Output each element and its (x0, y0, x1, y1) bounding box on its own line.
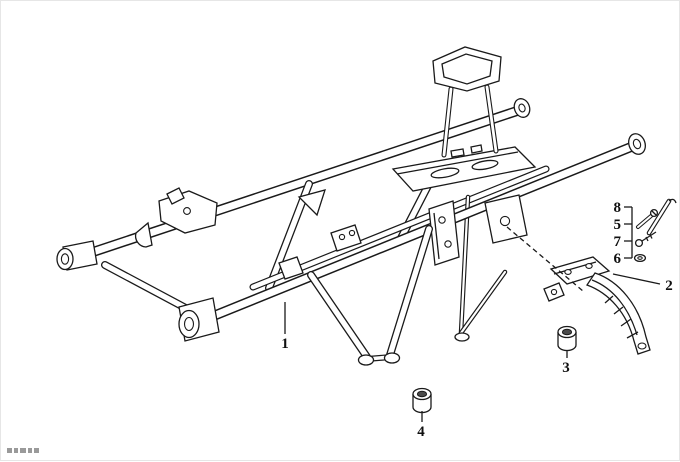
callout-labels: 1 2 3 4 8 5 7 6 (281, 200, 673, 440)
shock-mount-bracket (428, 200, 460, 266)
stay-bracket-part-drawing (543, 256, 651, 355)
cotter-pin-icon (646, 198, 677, 236)
rear-frame-drawing (56, 46, 646, 366)
clamp-half (134, 221, 153, 248)
spacer-bush-part-drawing (557, 325, 577, 352)
fine-print-code (7, 448, 39, 453)
callout-4[interactable]: 4 (417, 424, 425, 440)
washer-icon (633, 253, 647, 263)
top-mounting-plate (391, 146, 537, 192)
callout-2[interactable]: 2 (665, 278, 673, 294)
hardware-icons (633, 198, 677, 263)
callout-8[interactable]: 8 (614, 200, 622, 216)
leader-line-2 (612, 273, 661, 285)
callout-6[interactable]: 6 (614, 251, 622, 267)
bolt-icon (634, 231, 657, 248)
callout-leader-lines (284, 206, 661, 422)
callout-7[interactable]: 7 (614, 234, 622, 250)
callout-3[interactable]: 3 (562, 360, 570, 376)
callout-5[interactable]: 5 (614, 217, 622, 233)
callout-1[interactable]: 1 (281, 336, 289, 352)
screw-icon (636, 208, 659, 229)
spacer-bush-part-drawing (412, 387, 432, 414)
gusset-plate (297, 189, 326, 217)
